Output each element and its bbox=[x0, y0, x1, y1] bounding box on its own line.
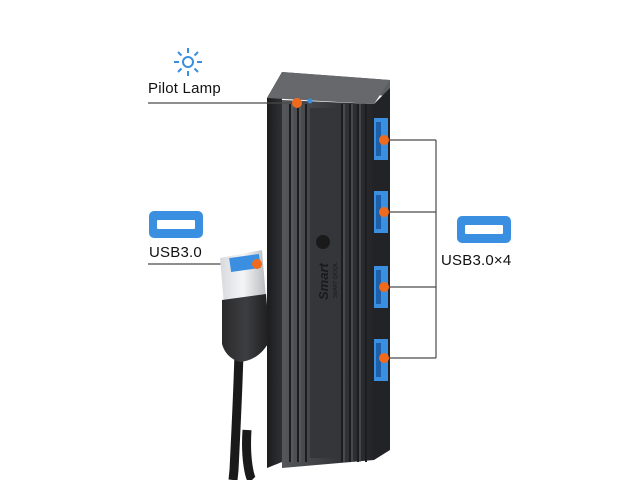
output-port-2 bbox=[374, 191, 389, 233]
usb-port-icon bbox=[149, 211, 203, 238]
brand-logo-text: Smart bbox=[316, 262, 331, 300]
usb-a-plug bbox=[220, 250, 270, 362]
hub-cable bbox=[242, 429, 256, 480]
usb-ports-icon bbox=[457, 216, 511, 243]
output-ports bbox=[374, 118, 389, 381]
output-ports-label: USB3.0×4 bbox=[441, 252, 512, 269]
pilot-lamp-indicator bbox=[292, 98, 302, 108]
output-ports-bracket bbox=[389, 139, 437, 359]
pilot-lamp-label: Pilot Lamp bbox=[148, 80, 221, 97]
input-port-indicator bbox=[252, 259, 262, 269]
input-port-label: USB3.0 bbox=[149, 244, 202, 261]
output-port-1 bbox=[374, 118, 389, 160]
sun-ray-icon bbox=[174, 48, 202, 76]
usb-hub-body bbox=[267, 72, 390, 468]
plug-cable bbox=[228, 351, 244, 480]
output-port-4 bbox=[374, 339, 389, 381]
brand-logo-subtext: SMART QIOQIL bbox=[333, 262, 339, 298]
output-port-3 bbox=[374, 266, 389, 308]
pilot-lamp-blue-led bbox=[307, 98, 313, 104]
brand-logo: Smart SMART QIOQIL bbox=[316, 235, 339, 300]
